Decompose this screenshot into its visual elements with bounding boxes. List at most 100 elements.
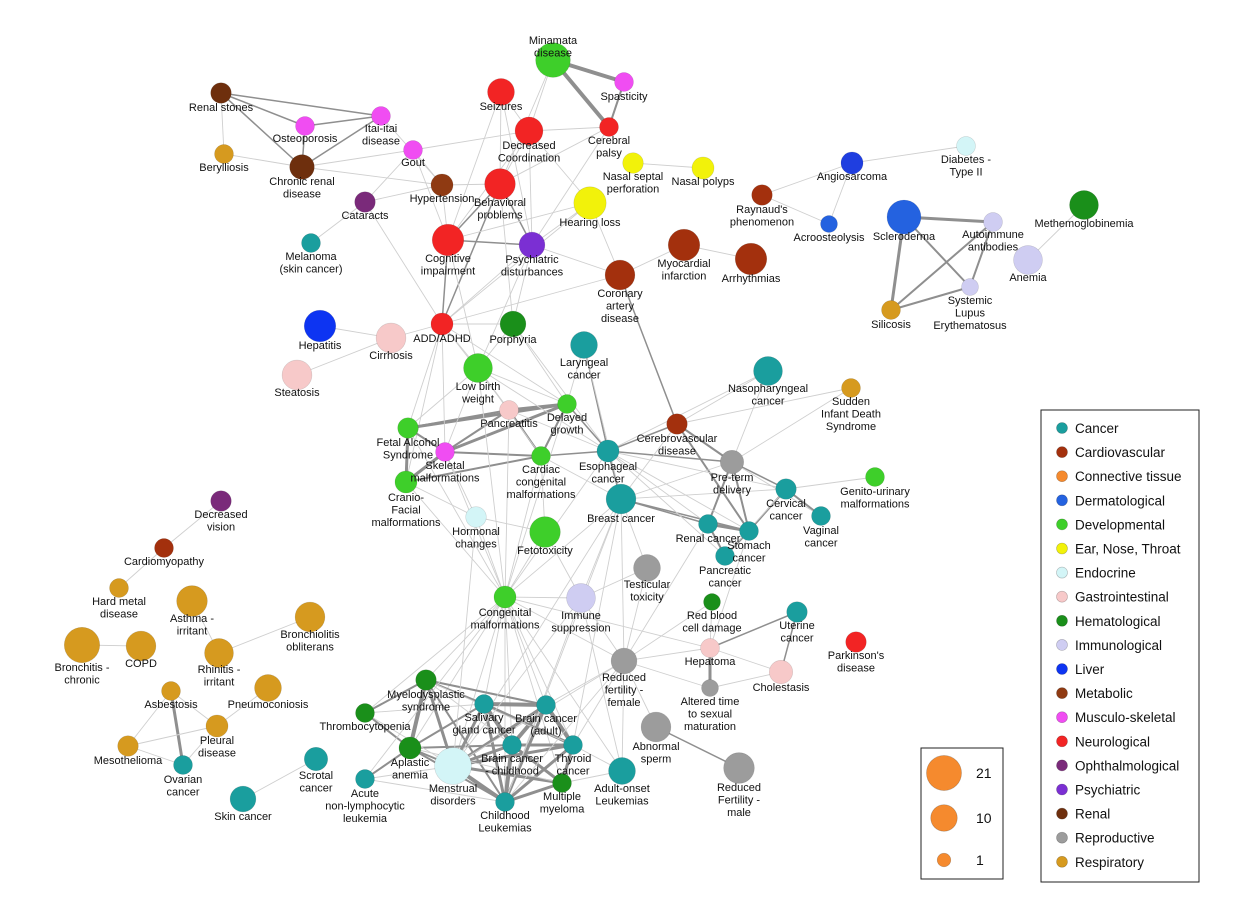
node-menstrual[interactable] — [434, 747, 472, 785]
node-myelodysplastic[interactable] — [415, 669, 437, 691]
node-scrotal[interactable] — [303, 746, 329, 772]
node-behavioral[interactable] — [484, 168, 516, 200]
node-stomach[interactable] — [739, 521, 759, 541]
node-immunesupp[interactable] — [566, 583, 596, 613]
node-multiplemyeloma[interactable] — [552, 773, 572, 793]
node-pancreatitis[interactable] — [499, 400, 519, 420]
node-cogimp[interactable] — [431, 223, 465, 257]
node-childleuk[interactable] — [495, 792, 515, 812]
node-hormonal[interactable] — [465, 506, 487, 528]
node-methemo[interactable] — [1069, 190, 1099, 220]
node-hepatitis[interactable] — [303, 309, 337, 343]
node-cerebrovascular[interactable] — [666, 413, 688, 435]
node-cirrhosis[interactable] — [375, 322, 407, 354]
node-arrhythmias[interactable] — [734, 242, 768, 276]
node-genitourinary[interactable] — [865, 467, 885, 487]
node-adhd[interactable] — [430, 312, 454, 336]
node-osteoporosis[interactable] — [295, 116, 315, 136]
node-coronary[interactable] — [604, 259, 636, 291]
node-copd[interactable] — [125, 630, 157, 662]
node-abnormalsperm[interactable] — [640, 711, 672, 743]
node-spasticity[interactable] — [614, 72, 634, 92]
node-redblood[interactable] — [703, 593, 721, 611]
node-cardiomyopathy[interactable] — [154, 538, 174, 558]
node-hardmetal[interactable] — [109, 578, 129, 598]
node-asthma[interactable] — [176, 585, 208, 617]
node-chronicrenal[interactable] — [289, 154, 315, 180]
node-congenital[interactable] — [493, 585, 517, 609]
node-reducedfertm[interactable] — [723, 752, 755, 784]
node-skincancer[interactable] — [229, 785, 257, 813]
node-cerebralpalsy[interactable] — [599, 117, 619, 137]
node-cataracts[interactable] — [354, 191, 376, 213]
node-vaginal[interactable] — [811, 506, 831, 526]
node-fetotoxicity[interactable] — [529, 516, 561, 548]
node-esophageal[interactable] — [596, 439, 620, 463]
node-uterine[interactable] — [786, 601, 808, 623]
node-pleural[interactable] — [205, 714, 229, 738]
node-craniofacial[interactable] — [394, 470, 418, 494]
node-anll[interactable] — [355, 769, 375, 789]
node-breastcancer[interactable] — [605, 483, 637, 515]
node-rhinitis[interactable] — [204, 638, 234, 668]
node-lowbirth[interactable] — [463, 353, 493, 383]
node-angiosarcoma[interactable] — [840, 151, 864, 175]
node-sle[interactable] — [961, 278, 979, 296]
node-skeletal[interactable] — [435, 442, 455, 462]
node-renalcancer[interactable] — [698, 514, 718, 534]
node-anemia[interactable] — [1013, 245, 1043, 275]
node-steatosis[interactable] — [281, 359, 313, 391]
node-braincanceradult[interactable] — [536, 695, 556, 715]
node-thyroid[interactable] — [563, 735, 583, 755]
node-nasalpolyps[interactable] — [691, 156, 715, 180]
node-cervical[interactable] — [775, 478, 797, 500]
node-pancreatic[interactable] — [715, 546, 735, 566]
node-acroosteolysis[interactable] — [820, 215, 838, 233]
node-mesothelioma[interactable] — [117, 735, 139, 757]
node-itaiitai[interactable] — [371, 106, 391, 126]
node-delayedgrowth[interactable] — [557, 394, 577, 414]
node-scleroderma[interactable] — [886, 199, 922, 235]
node-melanoma[interactable] — [301, 233, 321, 253]
node-gout[interactable] — [403, 140, 423, 160]
node-brainchild[interactable] — [502, 735, 522, 755]
node-silicosis[interactable] — [881, 300, 901, 320]
node-salivary[interactable] — [474, 694, 494, 714]
node-decvision[interactable] — [210, 490, 232, 512]
node-minamata[interactable] — [535, 42, 571, 78]
node-sids[interactable] — [841, 378, 861, 398]
node-ovarian[interactable] — [173, 755, 193, 775]
node-berylliosis[interactable] — [214, 144, 234, 164]
node-myocardial[interactable] — [667, 228, 701, 262]
node-reducedfertf[interactable] — [610, 647, 638, 675]
node-diabetes2[interactable] — [956, 136, 976, 156]
node-hypertension[interactable] — [430, 173, 454, 197]
node-thrombocytopenia[interactable] — [355, 703, 375, 723]
node-pneumoconiosis[interactable] — [254, 674, 282, 702]
node-bronchitis[interactable] — [63, 626, 101, 664]
node-cardiaccongenital[interactable] — [531, 446, 551, 466]
node-renalstones[interactable] — [210, 82, 232, 104]
node-asbestosis[interactable] — [161, 681, 181, 701]
node-nasalseptal[interactable] — [622, 152, 644, 174]
node-bronchiolitis[interactable] — [294, 601, 326, 633]
node-porphyria[interactable] — [499, 310, 527, 338]
node-seizures[interactable] — [487, 78, 515, 106]
node-testicular[interactable] — [633, 554, 661, 582]
node-adultleuk[interactable] — [608, 757, 636, 785]
node-parkinsons[interactable] — [845, 631, 867, 653]
node-psychdist[interactable] — [518, 231, 546, 259]
node-hepatoma[interactable] — [700, 638, 720, 658]
node-fas[interactable] — [397, 417, 419, 439]
node-aplastic[interactable] — [398, 736, 422, 760]
node-nasopharyngeal[interactable] — [753, 356, 783, 386]
node-cholestasis[interactable] — [768, 659, 794, 685]
node-pretermdelivery[interactable] — [719, 449, 745, 475]
node-raynaud[interactable] — [751, 184, 773, 206]
node-alteredtime[interactable] — [701, 679, 719, 697]
node-laryngeal[interactable] — [570, 331, 598, 359]
legend-swatch-repro — [1056, 831, 1068, 844]
node-decoord[interactable] — [514, 116, 544, 146]
node-autoimmune[interactable] — [983, 212, 1003, 232]
node-hearingloss[interactable] — [573, 186, 607, 220]
